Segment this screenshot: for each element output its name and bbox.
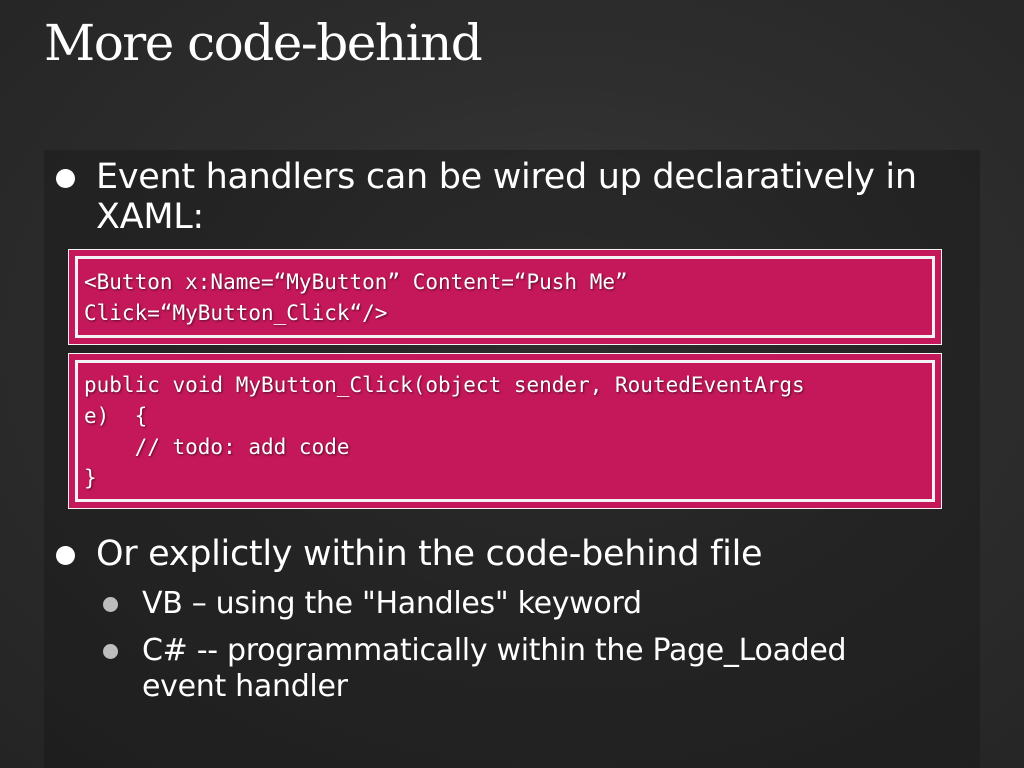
- bullet-line: Or explictly within the code-behind file: [96, 534, 763, 574]
- sub-bullet-item: VB – using the "Handles" keyword: [142, 586, 642, 622]
- sub-bullet-line: C# -- programmatically within the Page_L…: [142, 633, 847, 668]
- bullet-item: Event handlers can be wired up declarati…: [96, 157, 917, 237]
- sub-bullet-item: C# -- programmatically within the Page_L…: [142, 633, 847, 705]
- code-line: public void MyButton_Click(object sender…: [84, 373, 805, 397]
- sub-bullet-line: event handler: [142, 669, 348, 704]
- code-block-xaml: <Button x:Name=“MyButton” Content=“Push …: [72, 253, 938, 341]
- bullet-dot-icon: [56, 169, 75, 188]
- code-line: <Button x:Name=“MyButton” Content=“Push …: [84, 270, 628, 294]
- sub-bullet-line: VB – using the "Handles" keyword: [142, 586, 642, 621]
- code-block-csharp: public void MyButton_Click(object sender…: [72, 357, 938, 505]
- bullet-line: XAML:: [96, 197, 204, 237]
- bullet-line: Event handlers can be wired up declarati…: [96, 157, 917, 197]
- slide-title: More code-behind: [44, 14, 483, 72]
- code-line: Click=“MyButton_Click“/>: [84, 301, 388, 325]
- code-line: // todo: add code: [84, 435, 350, 459]
- sub-bullet-dot-icon: [103, 597, 118, 612]
- sub-bullet-dot-icon: [103, 644, 118, 659]
- code-line: }: [84, 466, 97, 490]
- code-line: e) {: [84, 404, 148, 428]
- bullet-item: Or explictly within the code-behind file: [96, 534, 763, 574]
- bullet-dot-icon: [56, 546, 75, 565]
